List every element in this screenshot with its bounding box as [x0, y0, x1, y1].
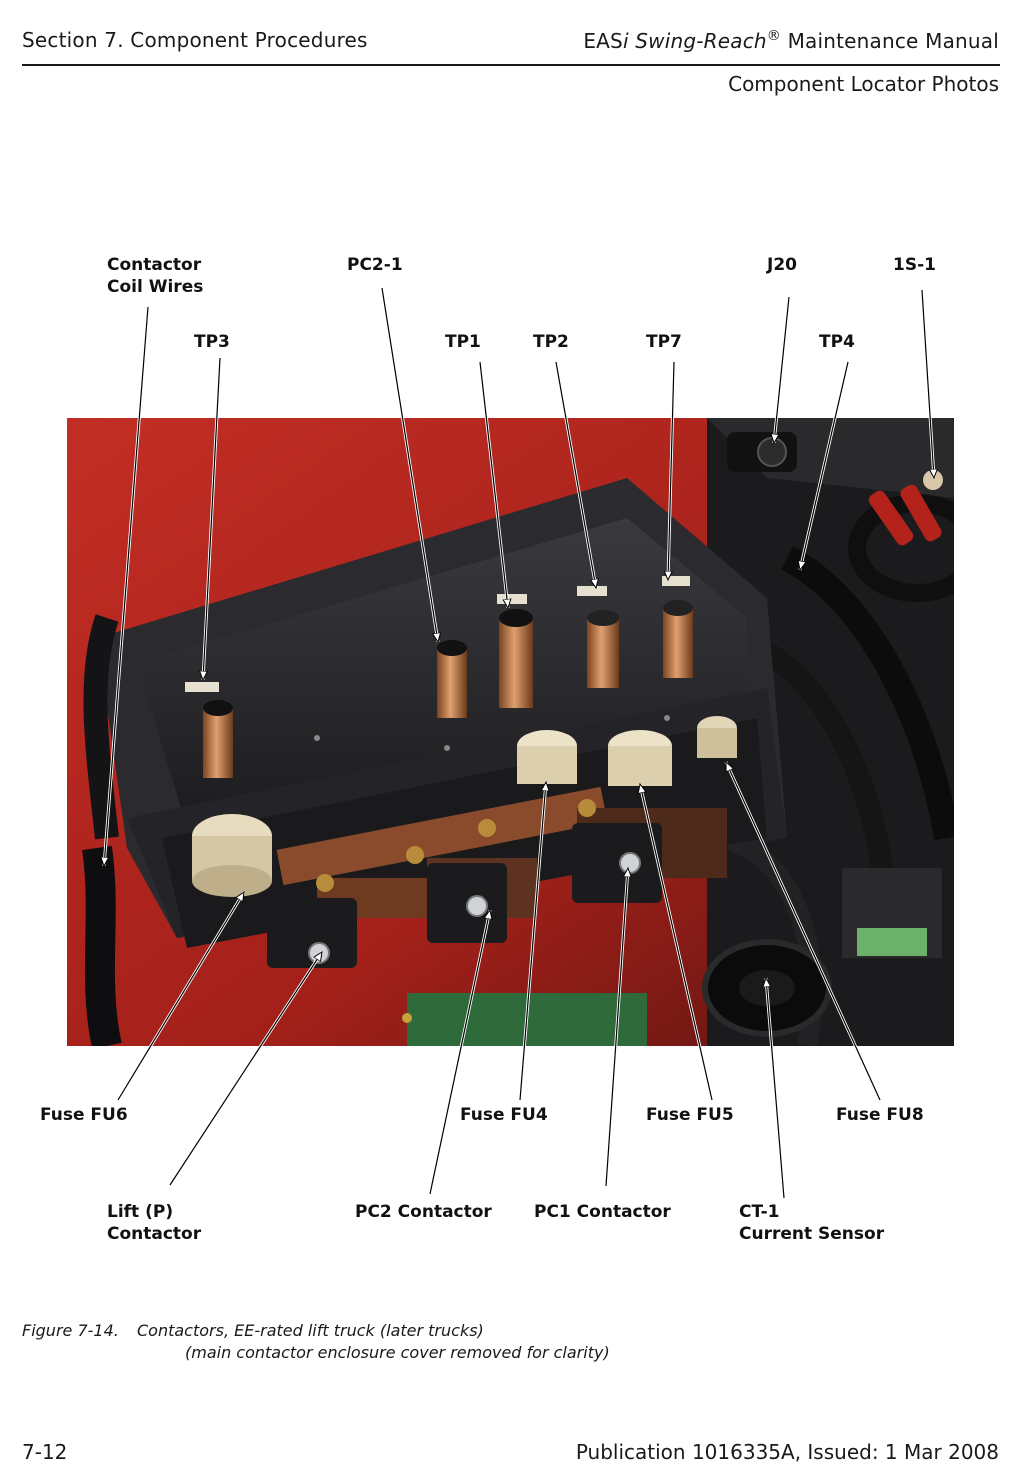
figure-number: Figure 7-14. [22, 1321, 119, 1340]
label-tp3: TP3 [194, 332, 230, 352]
manual-title: EASi Swing-Reach® Maintenance Manual [583, 28, 999, 53]
publication-info: Publication 1016335A, Issued: 1 Mar 2008 [575, 1440, 999, 1464]
label-fuse-fu5: Fuse FU5 [646, 1105, 734, 1125]
contactor-enclosure-photo [67, 418, 954, 1046]
caption-line-2: (main contactor enclosure cover removed … [185, 1343, 610, 1362]
label-contactor-coil-wires: Contactor Coil Wires [107, 255, 204, 297]
label-pc2-contactor: PC2 Contactor [355, 1202, 492, 1222]
figure-caption: Figure 7-14. Contactors, EE-rated lift tr… [22, 1320, 610, 1364]
label-ct-1: CT-1 Current Sensor [739, 1202, 885, 1244]
header-rule [22, 64, 1000, 66]
label-pc2-1: PC2-1 [347, 255, 403, 275]
label-tp2: TP2 [533, 332, 569, 352]
label-j20: J20 [767, 255, 797, 275]
page-number: 7-12 [22, 1440, 68, 1464]
label-1s-1: 1S-1 [893, 255, 936, 275]
label-fuse-fu8: Fuse FU8 [836, 1105, 924, 1125]
label-tp4: TP4 [819, 332, 855, 352]
section-title: Section 7. Component Procedures [22, 28, 368, 52]
page-subtitle: Component Locator Photos [728, 72, 999, 96]
label-fuse-fu4: Fuse FU4 [460, 1105, 548, 1125]
caption-line-1: Contactors, EE-rated lift truck (later t… [137, 1321, 484, 1340]
label-fuse-fu6: Fuse FU6 [40, 1105, 128, 1125]
label-lift-contactor: Lift (P) Contactor [107, 1202, 202, 1244]
label-pc1-contactor: PC1 Contactor [534, 1202, 671, 1222]
label-tp1: TP1 [445, 332, 481, 352]
label-tp7: TP7 [646, 332, 682, 352]
